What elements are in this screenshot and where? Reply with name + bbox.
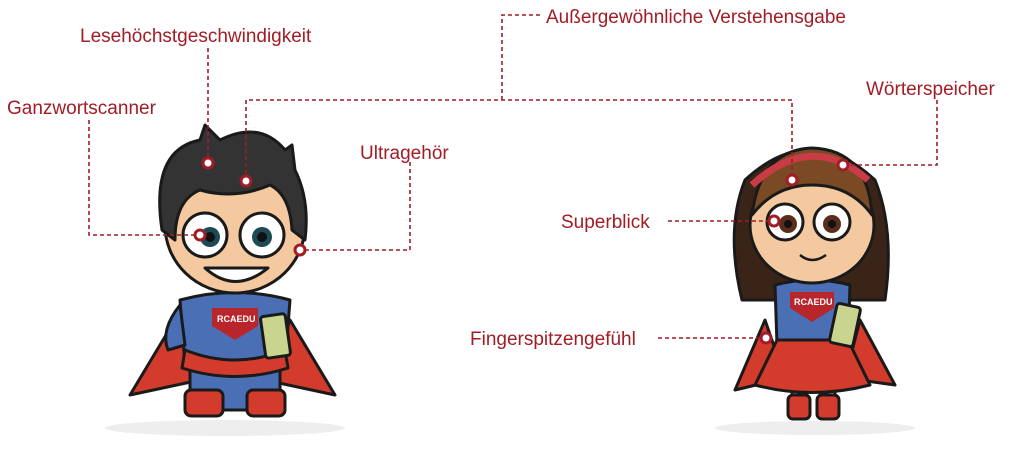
marker-reading-speed (201, 156, 215, 170)
label-super-sight: Superblick (561, 212, 650, 233)
marker-fingertip-feel (759, 331, 773, 345)
boy-badge-text: RCAEDU (217, 314, 256, 324)
marker-comprehension-girl (785, 173, 799, 187)
label-whole-word-scanner: Ganzwortscanner (7, 98, 157, 119)
marker-word-memory (836, 158, 850, 172)
callout-lines (88, 14, 938, 339)
boy-shadow (105, 420, 345, 436)
girl-shadow (715, 421, 915, 435)
girl-badge-text: RCAEDU (794, 297, 833, 307)
label-fingertip-feel: Fingerspitzengefühl (470, 329, 636, 350)
marker-ultra-hearing (293, 243, 307, 257)
label-comprehension: Außergewöhnliche Verstehensgabe (546, 7, 846, 28)
label-ultra-hearing: Ultragehör (360, 143, 449, 164)
marker-super-sight (767, 214, 781, 228)
label-word-memory: Wörterspeicher (866, 79, 995, 100)
boy-hero-illustration: RCAEDU (128, 123, 337, 418)
marker-whole-word-scanner (193, 228, 207, 242)
girl-hero-illustration: RCAEDU (732, 146, 897, 421)
marker-comprehension-boy (239, 174, 253, 188)
label-reading-speed: Lesehöchstgeschwindigkeit (80, 26, 312, 47)
